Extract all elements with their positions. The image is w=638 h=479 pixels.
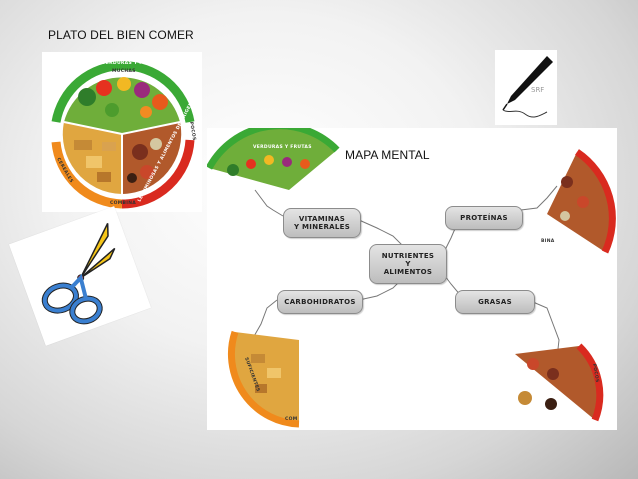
plate-illustration: VERDURAS Y FRUTAS MUCHAS SUFICIENTES CER… bbox=[46, 58, 202, 210]
scissors-image bbox=[8, 206, 152, 346]
node-center: NUTRIENTES Y ALIMENTOS bbox=[369, 244, 447, 284]
fragment-bottom-left-label2: COM bbox=[285, 416, 298, 422]
scissors-icon bbox=[41, 223, 116, 325]
pen-watermark: SRF bbox=[531, 86, 544, 94]
fragment-bottom-left: SUFICIENTES COM bbox=[227, 330, 300, 428]
fragment-top-left-label: VERDURAS Y FRUTAS bbox=[253, 144, 312, 150]
plate-top-label: VERDURAS Y FRUTAS bbox=[102, 60, 161, 66]
fragment-bottom-right: POCOS bbox=[515, 343, 604, 422]
plate-right-amount: POCOS bbox=[188, 121, 197, 141]
fragment-top-left: VERDURAS Y FRUTAS bbox=[207, 128, 340, 190]
plate-bottom-label: COMBINA bbox=[110, 200, 136, 206]
pen-image: SRF bbox=[495, 50, 557, 125]
mind-map-connectors: VERDURAS Y FRUTAS BINA SUFICIENTES COM bbox=[207, 128, 616, 428]
plate-title: PLATO DEL BIEN COMER bbox=[48, 28, 194, 42]
node-vitaminas: VITAMINAS Y MINERALES bbox=[283, 208, 361, 238]
fragment-bottom-right-label: POCOS bbox=[591, 363, 600, 383]
fragment-top-right: BINA bbox=[541, 149, 616, 254]
mind-map-panel: MAPA MENTAL VERDURAS Y FRUTAS bbox=[207, 128, 617, 430]
fragment-top-right-label: BINA bbox=[541, 238, 555, 244]
mind-map-title: MAPA MENTAL bbox=[345, 148, 430, 162]
node-grasas: GRASAS bbox=[455, 290, 535, 314]
node-proteinas: PROTEÍNAS bbox=[445, 206, 523, 230]
plate-top-amount: MUCHAS bbox=[112, 68, 136, 74]
plate-image: VERDURAS Y FRUTAS MUCHAS SUFICIENTES CER… bbox=[42, 52, 202, 212]
pen-icon: SRF bbox=[502, 56, 553, 118]
node-carbohidratos: CARBOHIDRATOS bbox=[277, 290, 363, 314]
